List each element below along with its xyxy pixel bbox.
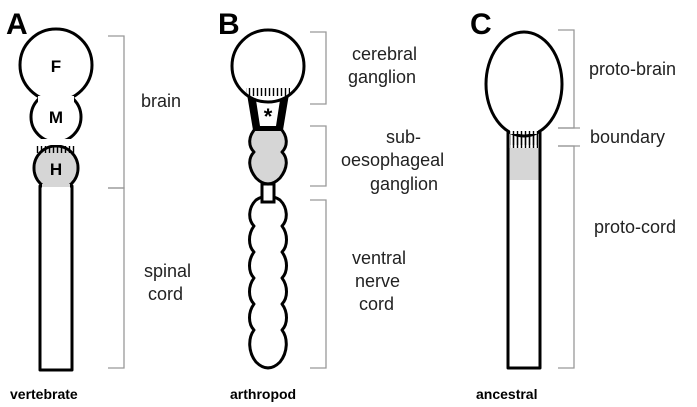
label-boundary: boundary	[590, 127, 665, 147]
bracket-proto-cord	[558, 146, 574, 368]
panel-ancestral: C proto-brain boundary proto-cord ancest…	[470, 8, 676, 402]
boundary-hatch-top	[510, 131, 538, 145]
bracket-ventral	[310, 200, 326, 368]
label-cord: cord	[148, 284, 183, 304]
region-label-m: M	[49, 108, 63, 127]
label-brain: brain	[141, 91, 181, 111]
ventral-nerve-cord-shape	[250, 196, 287, 368]
label-nerve: nerve	[355, 271, 400, 291]
label-sub: sub-	[386, 127, 421, 147]
suboesophageal-ganglion-shape	[250, 128, 287, 184]
bracket-brain	[108, 36, 124, 188]
seam-fm	[38, 96, 74, 104]
panel-vertebrate: A F M H brain spinal cord vertebrate	[6, 8, 191, 402]
label-cerebral: cerebral	[352, 44, 417, 64]
proto-brain-shape	[486, 32, 562, 136]
bracket-spinal-cord	[108, 188, 124, 368]
region-label-h: H	[50, 160, 62, 179]
label-ganglion-1: ganglion	[348, 67, 416, 87]
hindbrain-boundary-hatch	[36, 146, 76, 153]
bracket-suboesophageal	[310, 126, 326, 186]
caption-ancestral: ancestral	[476, 386, 537, 402]
label-oesophageal: oesophageal	[341, 150, 444, 170]
label-proto-cord: proto-cord	[594, 217, 676, 237]
spinal-cord-shape	[40, 186, 72, 370]
boundary-shading	[510, 148, 539, 180]
panel-letter-a: A	[6, 8, 28, 41]
bracket-cerebral	[310, 32, 326, 104]
region-label-f: F	[51, 57, 61, 76]
seam-mh	[40, 139, 72, 145]
label-spinal: spinal	[144, 261, 191, 281]
cerebral-boundary-hatch	[246, 88, 290, 96]
label-cord-b: cord	[359, 294, 394, 314]
caption-arthropod: arthropod	[230, 386, 296, 402]
panel-letter-c: C	[470, 8, 492, 41]
panel-arthropod: B * cerebral ganglion sub- oesophageal g…	[218, 8, 444, 402]
label-ganglion-2: ganglion	[370, 174, 438, 194]
caption-vertebrate: vertebrate	[10, 386, 78, 402]
connective	[262, 184, 274, 202]
panel-letter-b: B	[218, 8, 240, 41]
label-proto-brain: proto-brain	[589, 59, 676, 79]
star-marker: *	[264, 104, 273, 129]
label-ventral: ventral	[352, 248, 406, 268]
seam-hcord-white	[42, 187, 70, 192]
